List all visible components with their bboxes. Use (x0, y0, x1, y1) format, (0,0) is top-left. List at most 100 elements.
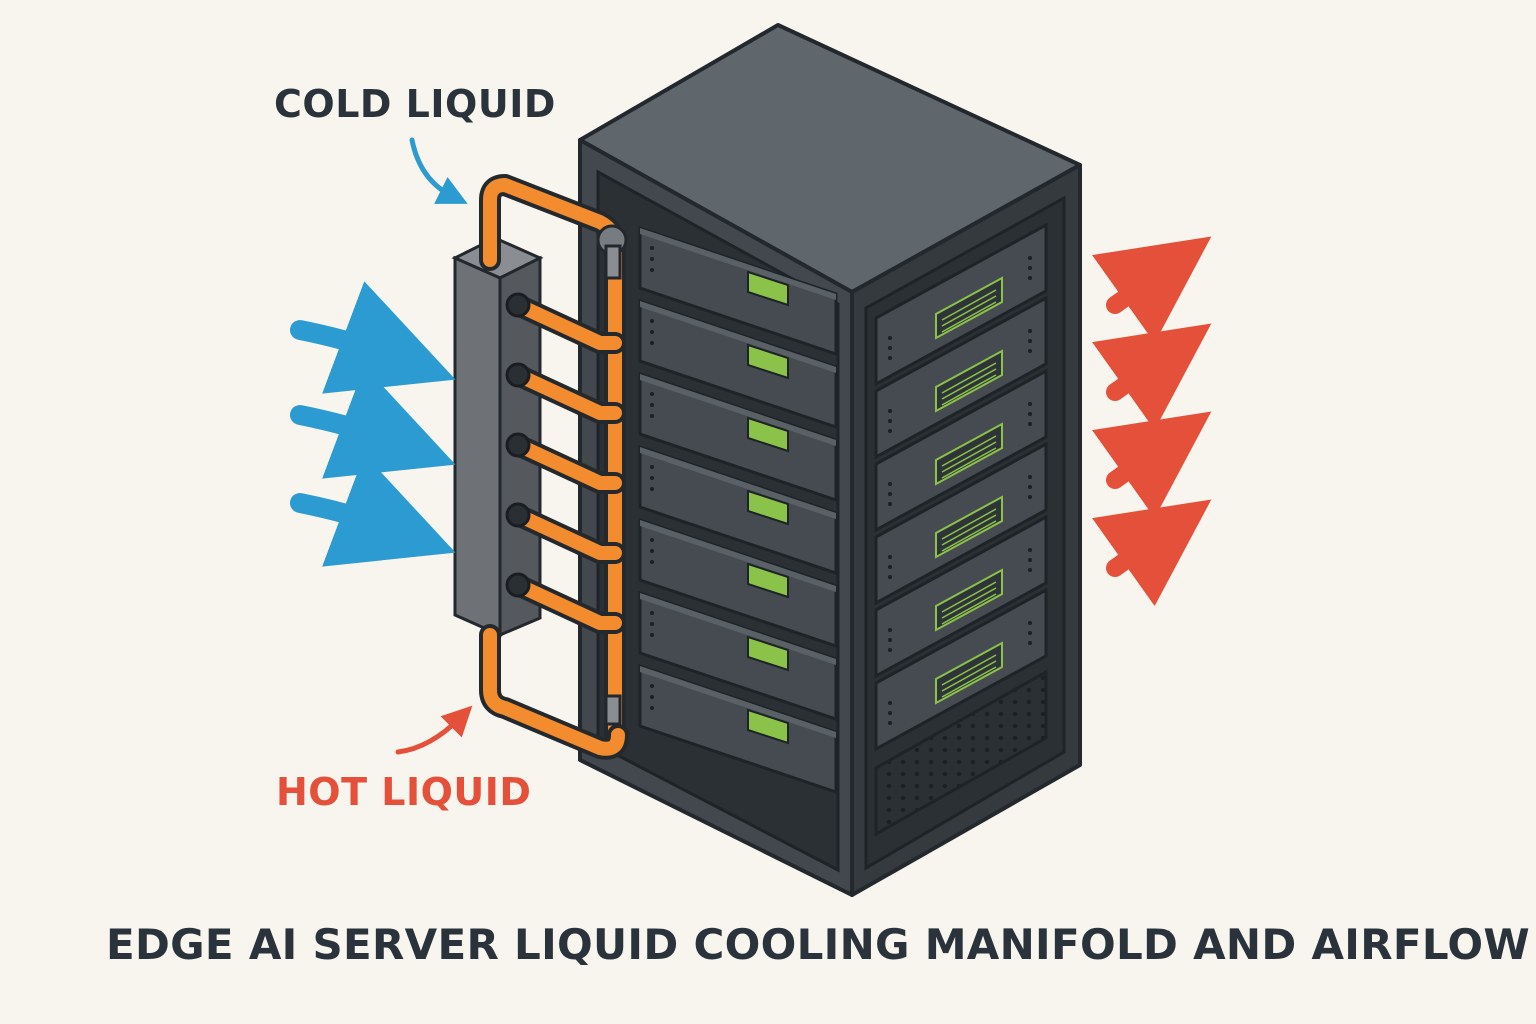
server-side-vent-dot (1028, 621, 1032, 625)
server-top-edge (640, 593, 836, 665)
server-side-display-line (941, 368, 997, 400)
front-server-unit (638, 444, 838, 576)
server-side-vent-dot (888, 502, 892, 506)
server-side-vent-dot (1028, 631, 1032, 635)
cold-liquid-pointer-icon (409, 137, 468, 204)
server-vent-dot (650, 476, 654, 480)
server-vent-dot (650, 487, 654, 491)
server-side-display-line (941, 660, 997, 692)
server-side-vent-dot (888, 336, 892, 340)
cold-airflow-arrow-icon (290, 366, 456, 479)
pipe-couplings (596, 224, 628, 726)
manifold-port (505, 292, 531, 318)
server-top-edge (640, 301, 836, 373)
server-front-panel (638, 517, 838, 649)
server-side-vent-dot (888, 628, 892, 632)
server-front-panel (638, 444, 838, 576)
server-side-vent-dot (1028, 495, 1032, 499)
server-side-display-line (941, 435, 997, 467)
server-side-vent-dot (888, 721, 892, 725)
server-vent-dot (650, 414, 654, 418)
server-side-vent-dot (1028, 558, 1032, 562)
server-side-vent-dot (888, 429, 892, 433)
server-side-vent-dot (1028, 329, 1032, 333)
server-top-edge (640, 520, 836, 592)
side-server-unit (874, 222, 1048, 387)
server-side-vent-dot (1028, 485, 1032, 489)
server-vent-dot (650, 706, 654, 710)
server-vent-dot (650, 319, 654, 323)
server-side-vent-dot (1028, 548, 1032, 552)
front-server-unit (638, 590, 838, 722)
diagram-title: EDGE AI SERVER LIQUID COOLING MANIFOLD A… (106, 920, 1531, 969)
server-side-vent-dot (1028, 339, 1032, 343)
server-vent-dot (650, 538, 654, 542)
server-status-display (747, 343, 789, 380)
server-side-display-line (941, 362, 997, 394)
server-side-vent-dot (888, 575, 892, 579)
airflow-arrows (290, 137, 1212, 755)
server-side-vent-dot (1028, 568, 1032, 572)
server-vent-dot (650, 560, 654, 564)
front-server-unit (638, 298, 838, 430)
server-front-panel (638, 371, 838, 503)
side-server-unit (874, 514, 1048, 679)
server-side-vent-dot (1028, 349, 1032, 353)
server-side-vent-dot (1028, 422, 1032, 426)
side-server-unit (874, 587, 1048, 752)
side-server-unit (874, 368, 1048, 533)
server-status-display (747, 562, 789, 599)
server-top-edge (640, 666, 836, 738)
server-side-vent-dot (888, 482, 892, 486)
server-side-vent-dot (888, 346, 892, 350)
server-status-display (747, 270, 789, 307)
server-vent-dot (650, 549, 654, 553)
cold-airflow-arrow-icon (290, 281, 456, 394)
manifold-port (505, 432, 531, 458)
front-server-units (638, 225, 838, 795)
server-side-display-line (941, 514, 997, 546)
server-side-vent-dot (1028, 266, 1032, 270)
server-side-display (935, 276, 1003, 340)
cold-liquid-label: COLD LIQUID (274, 82, 556, 126)
server-side-display-line (941, 581, 997, 613)
server-side-display (935, 641, 1003, 705)
server-side-display-line (941, 289, 997, 321)
manifold-ports (505, 292, 531, 598)
server-side-display-line (941, 441, 997, 473)
server-side-display-line (941, 666, 997, 698)
manifold-port (505, 572, 531, 598)
server-status-display (747, 489, 789, 526)
manifold-branch-pipe (511, 438, 622, 490)
server-side-display (935, 495, 1003, 559)
hot-liquid-label: HOT LIQUID (276, 770, 532, 814)
front-server-unit (638, 225, 838, 357)
side-server-unit (874, 295, 1048, 460)
manifold-branch-pipe (511, 368, 622, 420)
server-vent-dot (650, 611, 654, 615)
side-server-unit (874, 441, 1048, 606)
server-side-display (935, 568, 1003, 632)
manifold-branch-pipe (511, 508, 622, 560)
front-server-unit (638, 663, 838, 795)
server-side-display-line (941, 374, 997, 406)
cold-airflow-arrow-icon (290, 454, 456, 567)
server-vent-dot (650, 268, 654, 272)
hot-return-pipe (483, 628, 625, 756)
side-server-units (874, 222, 1048, 752)
server-vent-dot (650, 257, 654, 261)
server-side-display-line (941, 447, 997, 479)
server-side-vent-dot (888, 638, 892, 642)
server-vent-dot (650, 465, 654, 469)
server-vent-dot (650, 633, 654, 637)
server-top-edge (640, 228, 836, 300)
server-vent-dot (650, 246, 654, 250)
manifold-port (505, 502, 531, 528)
hot-liquid-pointer-icon (395, 705, 473, 755)
front-server-unit (638, 371, 838, 503)
server-side-display-line (941, 301, 997, 333)
server-side-display-line (941, 520, 997, 552)
server-side-vent-dot (888, 648, 892, 652)
